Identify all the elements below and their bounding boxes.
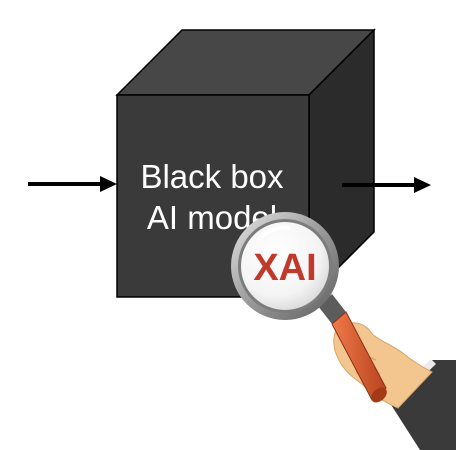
black-box-cube: Black box AI model <box>115 28 376 299</box>
box-label-line1: Black box <box>140 158 284 195</box>
input-arrow-icon <box>28 176 117 192</box>
sleeve-shape <box>388 360 456 450</box>
output-arrow-icon <box>342 177 431 193</box>
magnifying-glass-icon: XAI <box>231 212 387 403</box>
xai-label: XAI <box>253 247 316 289</box>
lens-glass <box>241 222 329 310</box>
